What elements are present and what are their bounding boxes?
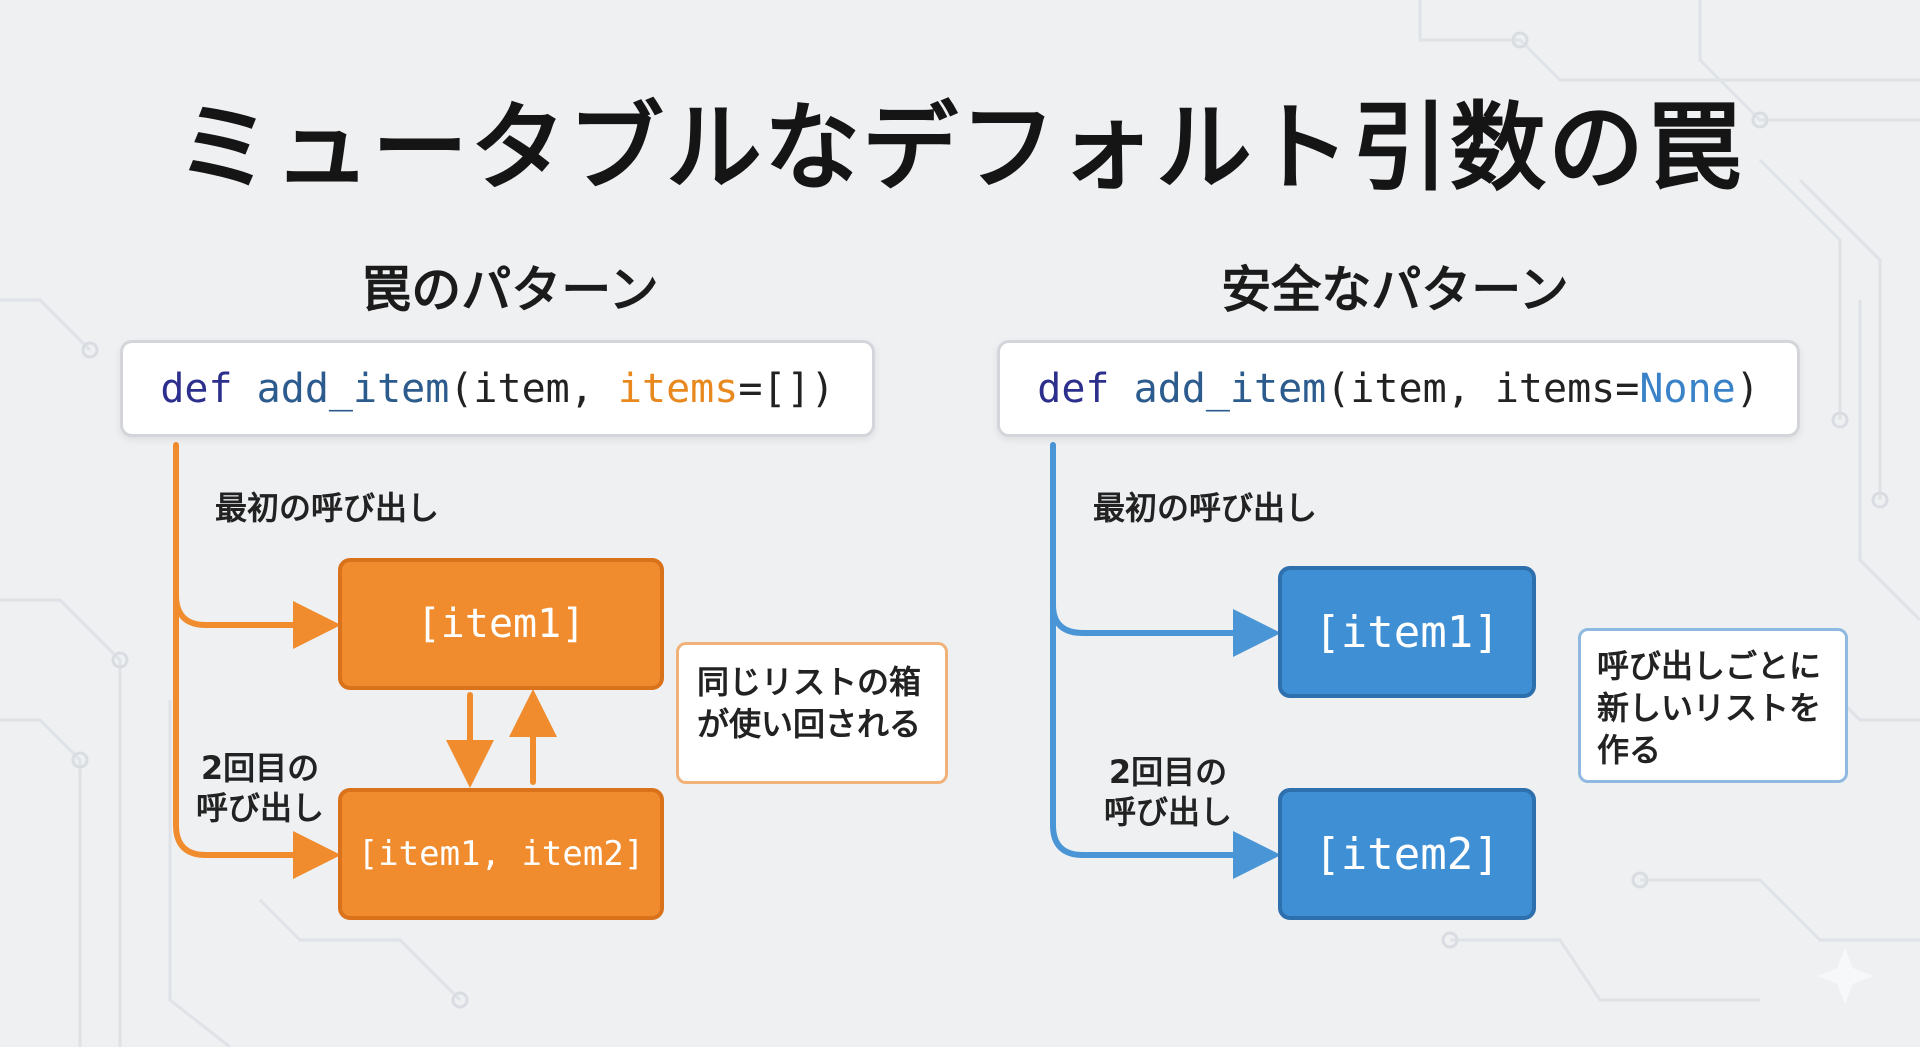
trap-list-box-2: [item1, item2]	[338, 788, 664, 920]
trap-note: 同じリストの箱 が使い回される	[676, 642, 948, 784]
safe-code-param: None	[1639, 365, 1736, 412]
trap-code-rest: =[])	[738, 365, 835, 412]
sparkle-icon	[1817, 948, 1873, 1004]
safe-code-fn: add_item	[1133, 365, 1327, 412]
safe-code-rest: )	[1735, 365, 1760, 412]
safe-first-call-arrow	[1050, 602, 1281, 657]
trap-code-open: (item,	[449, 365, 618, 412]
safe-list-box-1: [item1]	[1278, 566, 1536, 698]
trap-first-call-label: 最初の呼び出し	[215, 489, 440, 527]
safe-trunk-line	[1050, 442, 1086, 858]
trap-second-call-label: 2回目の 呼び出し	[195, 749, 324, 827]
trap-code-fn: add_item	[256, 365, 450, 412]
safe-first-call-label: 最初の呼び出し	[1093, 489, 1318, 527]
trap-first-call-arrow	[173, 592, 341, 649]
trap-list-box-1: [item1]	[338, 558, 664, 690]
trap-heading: 罠のパターン	[361, 261, 659, 319]
safe-second-call-label: 2回目の 呼び出し	[1103, 753, 1232, 831]
safe-list-box-2: [item2]	[1278, 788, 1536, 920]
page-title: ミュータブルなデフォルト引数の罠	[176, 92, 1744, 204]
trap-trunk-line	[173, 442, 209, 858]
trap-code-param: items	[617, 365, 739, 412]
safe-code-def: def	[1037, 365, 1110, 412]
safe-heading: 安全なパターン	[1221, 261, 1569, 319]
safe-code-open: (item, items=	[1326, 365, 1640, 412]
trap-code-def: def	[160, 365, 233, 412]
safe-code-box: def add_item(item, items=None)	[997, 340, 1800, 437]
safe-note: 呼び出しごとに 新しいリストを 作る	[1578, 628, 1848, 783]
trap-code-box: def add_item(item, items=[])	[120, 340, 875, 437]
